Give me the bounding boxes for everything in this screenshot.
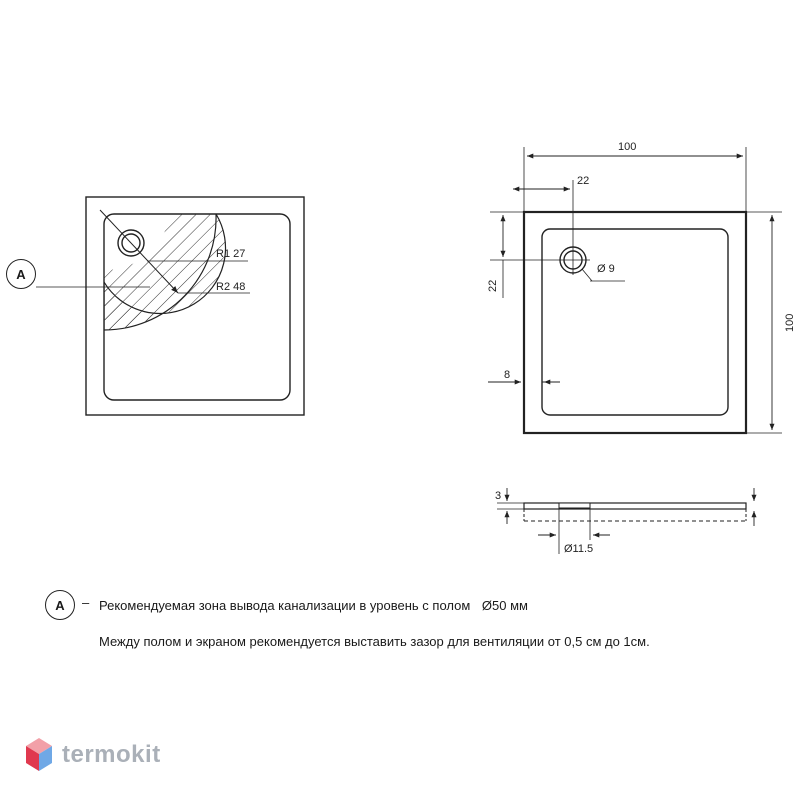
note-line-1-text: Рекомендуемая зона вывода канализации в … xyxy=(99,598,471,613)
logo-text: termokit xyxy=(62,741,161,768)
logo-left-face xyxy=(26,746,39,771)
tray-outline-right xyxy=(522,210,748,435)
r2-label: R2 48 xyxy=(216,281,245,293)
top-view: R1 27 R2 48 xyxy=(36,196,305,416)
r1-label: R1 27 xyxy=(216,248,245,260)
side-view: 3 Ø11.5 xyxy=(495,488,757,555)
note-line-2: Между полом и экраном рекомендуется выст… xyxy=(99,634,650,649)
termokit-logo: termokit xyxy=(24,735,161,775)
note-line-1: Рекомендуемая зона вывода канализации в … xyxy=(99,598,528,613)
termokit-logo-mark xyxy=(26,738,52,771)
drain-diameter-label: Ø 9 xyxy=(597,263,615,275)
radius-r1-line xyxy=(99,209,179,294)
logo-right-face xyxy=(39,746,52,771)
tray-outline xyxy=(85,196,305,416)
rim-label: 8 xyxy=(504,369,510,381)
width-label: 100 xyxy=(618,141,636,153)
thickness-label: 3 xyxy=(495,490,501,502)
note-dash: – xyxy=(82,595,90,610)
outlet-profile xyxy=(558,502,591,509)
outlet-diameter-label: Ø11.5 xyxy=(564,543,593,555)
tray-side-profile xyxy=(523,502,747,510)
tray-floor-right xyxy=(541,228,729,416)
note-line-1-diameter: Ø50 мм xyxy=(481,598,528,613)
height-label: 100 xyxy=(784,314,796,332)
drain-x-label: 22 xyxy=(577,175,589,187)
drain-y-label: 22 xyxy=(487,280,499,292)
marker-a-text: A xyxy=(16,266,26,282)
note-marker-a: A xyxy=(45,590,75,620)
note-marker-a-text: A xyxy=(55,597,65,613)
dimensioned-view: 100 100 22 22 Ø 9 8 xyxy=(487,141,796,435)
hatched-ring-inner xyxy=(104,214,217,331)
marker-a: A xyxy=(6,259,36,289)
